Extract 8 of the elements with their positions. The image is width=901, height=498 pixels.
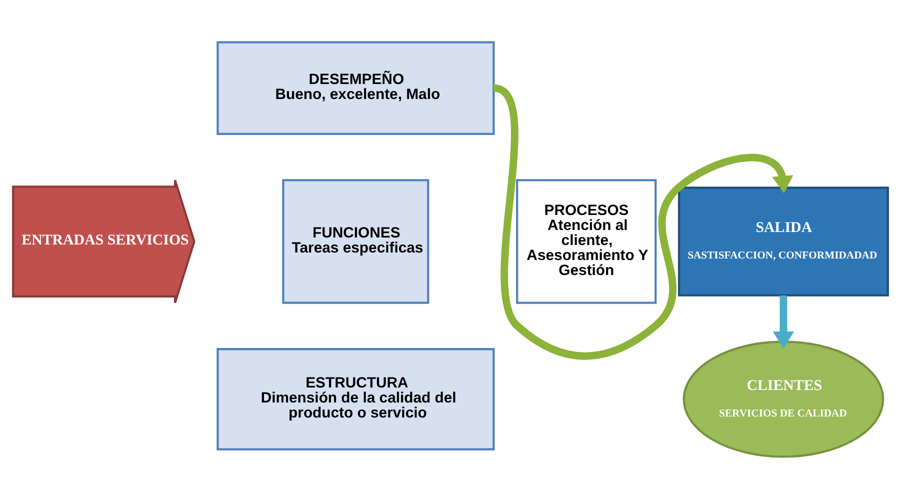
arrow xyxy=(492,84,794,360)
node-ellipse: CLIENTES SERVICIOS DE CALIDAD xyxy=(682,340,884,458)
arrow xyxy=(772,294,794,348)
node-box: FUNCIONES Tareas especificas xyxy=(282,178,430,304)
node-box: DESEMPEÑO Bueno, excelente, Malo xyxy=(216,40,495,134)
node-box: SALIDA SASTISFACCION, CONFORMIDADAD xyxy=(678,186,889,296)
node-box: PROCESOS Atención al cliente, Asesoramiento Y Gestión xyxy=(516,178,657,304)
node-box: ESTRUCTURA Dimensión de la calidad del producto o servicio xyxy=(216,348,495,450)
